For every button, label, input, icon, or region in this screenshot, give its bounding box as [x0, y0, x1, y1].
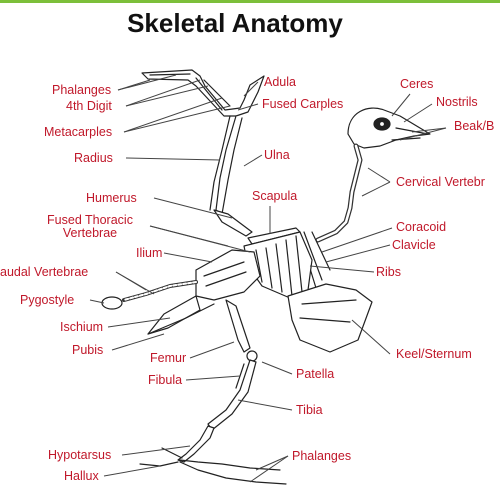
label-pygostyle: Pygostyle	[20, 294, 74, 307]
label-scapula: Scapula	[252, 190, 297, 203]
label-cervical-vertebrae: Cervical Vertebr	[396, 176, 485, 189]
label-ribs: Ribs	[376, 266, 401, 279]
label-fused-thoracic: Fused Thoracic Vertebrae	[30, 214, 150, 240]
label-fused-thoracic-line2: Vertebrae	[63, 226, 117, 240]
label-radius: Radius	[74, 152, 113, 165]
label-fibula: Fibula	[148, 374, 182, 387]
label-caudal-vertebrae: audal Vertebrae	[0, 266, 88, 279]
label-hallux: Hallux	[64, 470, 99, 483]
label-ulna: Ulna	[264, 149, 290, 162]
label-fused-carples: Fused Carples	[262, 98, 343, 111]
label-femur: Femur	[150, 352, 186, 365]
label-phalanges-foot: Phalanges	[292, 450, 351, 463]
label-metacarples: Metacarples	[44, 126, 112, 139]
label-beak: Beak/B	[454, 120, 494, 133]
label-nostrils: Nostrils	[436, 96, 478, 109]
label-patella: Patella	[296, 368, 334, 381]
label-ceres: Ceres	[400, 78, 433, 91]
label-ilium: Ilium	[136, 247, 162, 260]
label-hypotarsus: Hypotarsus	[48, 449, 111, 462]
label-fused-thoracic-line1: Fused Thoracic	[47, 213, 133, 227]
label-4th-digit: 4th Digit	[66, 100, 112, 113]
label-pubis: Pubis	[72, 344, 103, 357]
label-phalanges-wing: Phalanges	[52, 84, 111, 97]
label-tibia: Tibia	[296, 404, 323, 417]
label-coracoid: Coracoid	[396, 221, 446, 234]
label-ischium: Ischium	[60, 321, 103, 334]
label-humerus: Humerus	[86, 192, 137, 205]
label-keel-sternum: Keel/Sternum	[396, 348, 472, 361]
label-adula: Adula	[264, 76, 296, 89]
label-clavicle: Clavicle	[392, 239, 436, 252]
